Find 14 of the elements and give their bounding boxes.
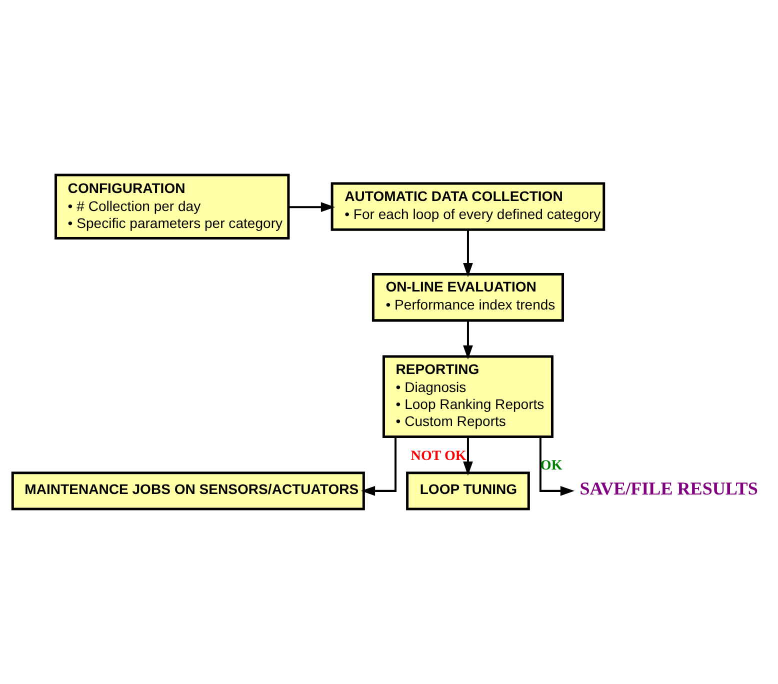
arrow (288, 202, 336, 212)
node-box: ON-LINE EVALUATION • Performance index trends (372, 273, 564, 322)
node-text: SAVE/FILE RESULTS (580, 478, 758, 498)
arrow (539, 436, 574, 496)
arrow (463, 320, 473, 360)
edge-label: NOT OK (410, 448, 466, 464)
node-box: AUTOMATIC DATA COLLECTION • For each loop of every defined category (330, 182, 606, 231)
arrow (360, 436, 397, 496)
node-box: CONFIGURATION • # Collection per day • Specific parameters per category (54, 174, 290, 240)
node-box: LOOP TUNING (406, 472, 530, 510)
arrow (463, 230, 473, 278)
node-box: REPORTING • Diagnosis • Loop Ranking Reports • Custom Reports (382, 355, 554, 438)
node-box: MAINTENANCE JOBS ON SENSORS/ACTUATORS (11, 472, 365, 510)
arrow (463, 436, 473, 476)
